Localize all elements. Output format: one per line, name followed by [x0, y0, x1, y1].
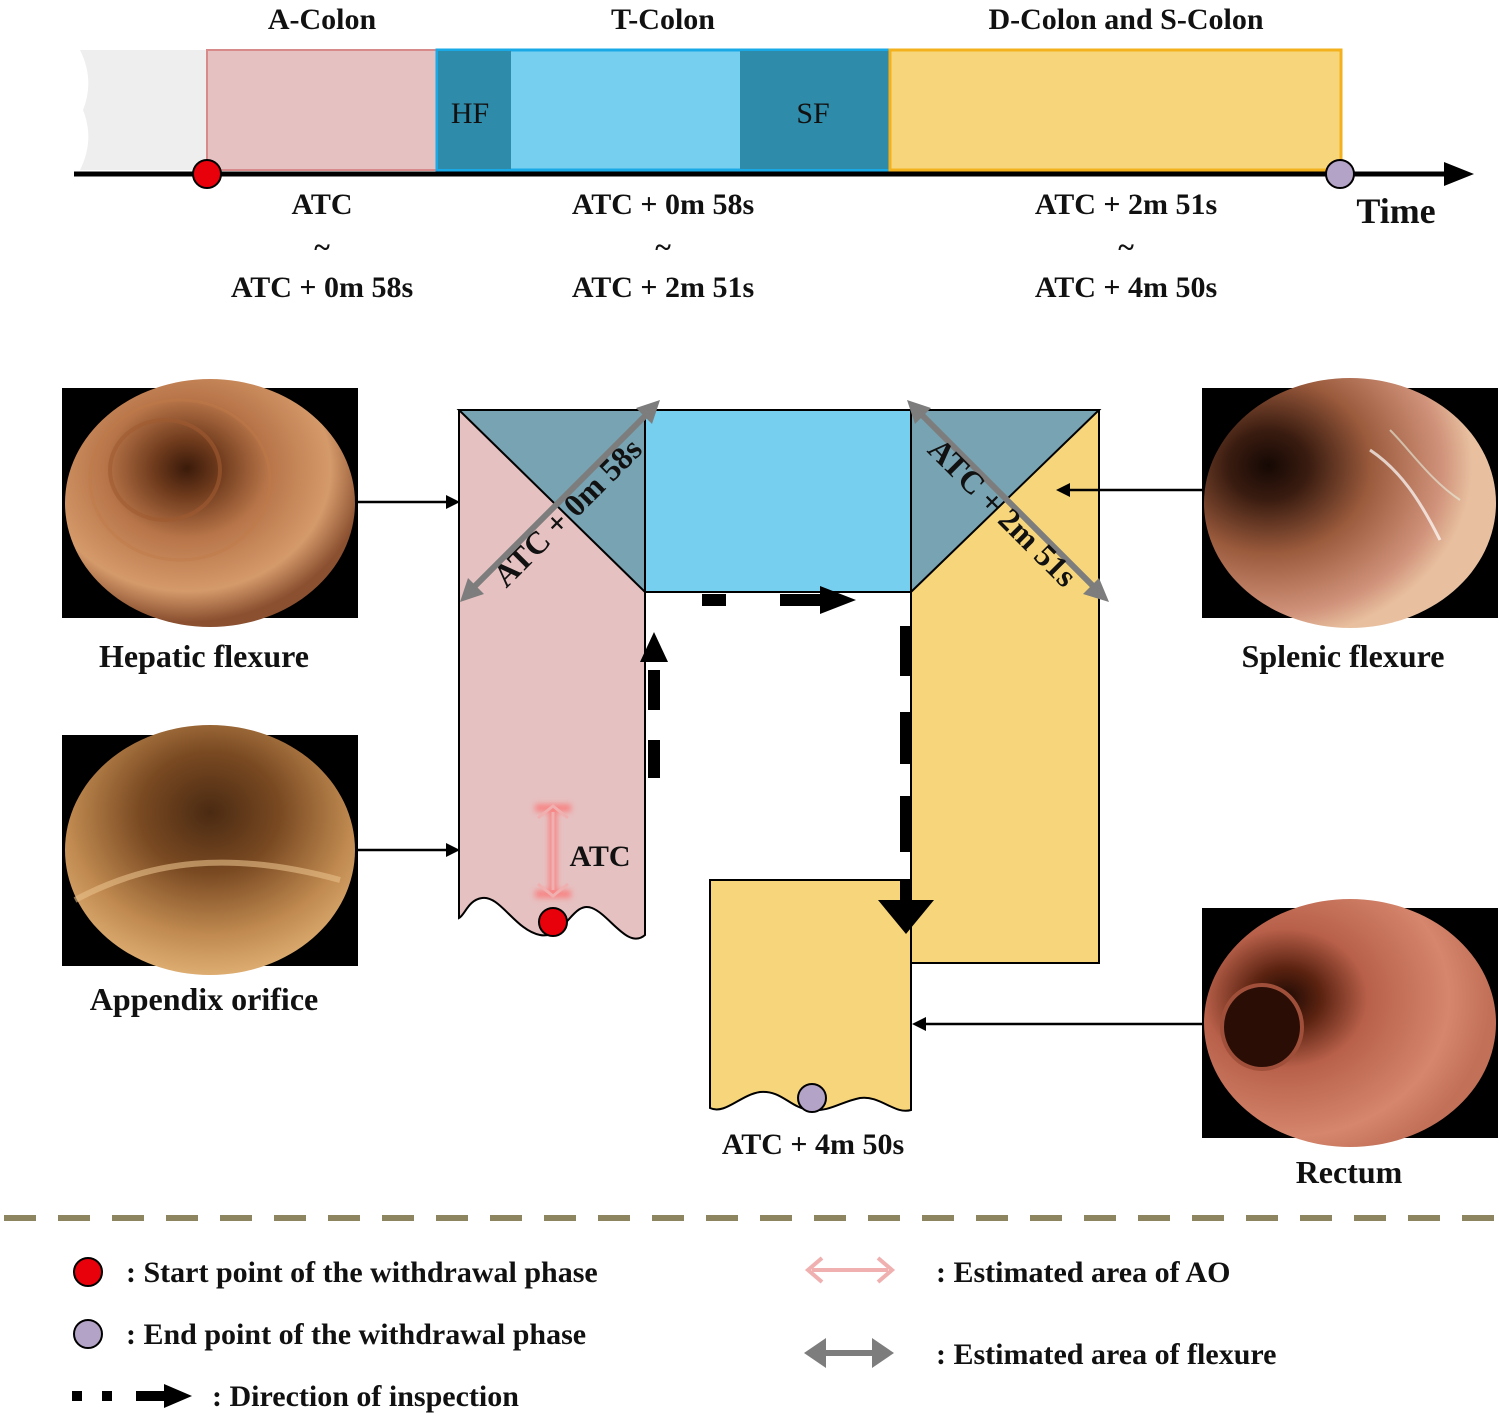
section-label-t-colon: T-Colon [611, 3, 715, 36]
arrowhead-down [878, 900, 934, 934]
ao-label: ATC [569, 840, 630, 873]
hepatic-flexure-area [456, 409, 646, 595]
sf-label: SF [796, 97, 829, 130]
legend: : Start point of the withdrawal phase : … [72, 1256, 1276, 1413]
range-start: ATC [291, 188, 352, 221]
legend-direction-icon [72, 1384, 192, 1408]
range-end: ATC + 4m 50s [1035, 271, 1217, 304]
legend-end-icon [73, 1319, 103, 1349]
sigmoid-colon [709, 879, 912, 1112]
hepatic-flexure-segment [438, 51, 511, 169]
photo-rectum [1202, 899, 1498, 1147]
photo-appendix-orifice [62, 725, 358, 975]
photo-label-splenic: Splenic flexure [1242, 638, 1445, 674]
hf-label: HF [451, 97, 489, 130]
range-start: ATC + 0m 58s [572, 188, 754, 221]
a-colon-bar [206, 49, 438, 171]
timeline-end-point [1325, 159, 1355, 189]
legend-flexure-area-icon [804, 1338, 894, 1368]
legend-ao-area-icon [804, 1256, 896, 1284]
photo-pointers [358, 483, 1202, 1031]
arrowhead-right [820, 586, 856, 614]
timeline-start-point [192, 159, 222, 189]
range-t-colon: ATC + 0m 58s ~ ATC + 2m 51s [572, 188, 754, 304]
map-end-point [797, 1083, 827, 1113]
section-label-a-colon: A-Colon [268, 3, 377, 36]
map-start-point [538, 907, 568, 937]
range-end: ATC + 0m 58s [231, 271, 413, 304]
range-a-colon: ATC ~ ATC + 0m 58s [231, 188, 413, 304]
legend-start-text: : Start point of the withdrawal phase [126, 1256, 598, 1289]
section-label-d-s-colon: D-Colon and S-Colon [988, 3, 1263, 36]
transverse-colon [644, 409, 912, 593]
photo-splenic-flexure [1202, 378, 1498, 628]
legend-ao-area-text: : Estimated area of AO [936, 1256, 1230, 1289]
inspection-path [640, 586, 934, 934]
range-d-s-colon: ATC + 2m 51s ~ ATC + 4m 50s [1035, 188, 1217, 304]
range-tilde: ~ [1118, 231, 1134, 264]
d-s-colon-bar [888, 48, 1343, 172]
timeline-prefix-fade [80, 50, 207, 170]
range-start: ATC + 2m 51s [1035, 188, 1217, 221]
time-axis-arrowhead [1444, 162, 1474, 186]
range-end: ATC + 2m 51s [572, 271, 754, 304]
colon-map: ATC + 0m 58s ATC + 2m 51s [358, 400, 1202, 1161]
hepatic-flexure-arrow [460, 400, 660, 602]
range-tilde: ~ [655, 231, 671, 264]
end-time-label: ATC + 4m 50s [722, 1128, 904, 1161]
photo-label-appendix: Appendix orifice [90, 981, 318, 1017]
legend-flexure-area-text: : Estimated area of flexure [936, 1338, 1276, 1371]
arrowhead-up [640, 632, 668, 662]
timeline: A-Colon T-Colon D-Colon and S-Colon HF S… [74, 3, 1474, 304]
splenic-flexure-arrow [907, 400, 1109, 602]
photo-label-hepatic: Hepatic flexure [99, 638, 309, 674]
ao-area-arrow [535, 804, 571, 898]
time-axis-label: Time [1356, 191, 1435, 231]
splenic-flexure-segment [740, 51, 889, 169]
photo-label-rectum: Rectum [1296, 1154, 1403, 1190]
photo-hepatic-flexure [62, 379, 358, 627]
legend-end-text: : End point of the withdrawal phase [126, 1318, 586, 1351]
range-tilde: ~ [314, 231, 330, 264]
legend-direction-text: : Direction of inspection [212, 1380, 519, 1413]
legend-start-icon [73, 1257, 103, 1287]
